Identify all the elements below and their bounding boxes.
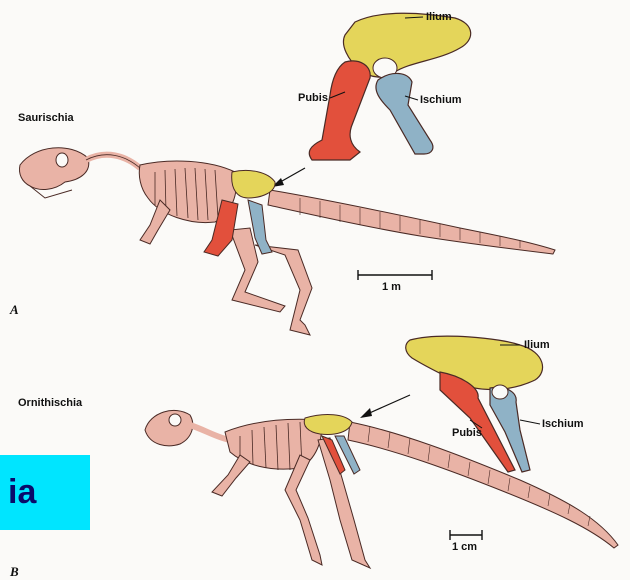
ornithischia-ilium [304,415,352,435]
overlay-text: ia [0,473,36,512]
ornithischia-label: Ornithischia [18,397,82,409]
saurischia-pubis-label: Pubis [298,92,328,104]
scale-label-1cm: 1 cm [452,541,477,553]
ornithischia-ilium-detail [406,336,543,389]
scale-bar-1cm [450,530,482,540]
scale-bar-1m [358,270,432,280]
ornithischia-skeleton [145,410,618,568]
saurischia-ischium-detail [376,73,433,154]
scale-label-1m: 1 m [382,281,401,293]
ornithischia-ilium-label: Ilium [524,339,550,351]
cyan-overlay-box: ia [0,455,90,530]
saurischia-pubis-detail [309,61,370,160]
ornithischia-ischium-label: Ischium [542,418,584,430]
saurischia-ischium-label: Ischium [420,94,462,106]
saurischia-ilium [232,170,275,198]
panel-letter-b: B [10,564,19,580]
panel-letter-a: A [10,302,19,318]
saurischia-ilium-label: Ilium [426,11,452,23]
ornithischia-pubis-label: Pubis [452,427,482,439]
saurischia-skeleton [19,148,555,335]
saurischia-label: Saurischia [18,112,74,124]
